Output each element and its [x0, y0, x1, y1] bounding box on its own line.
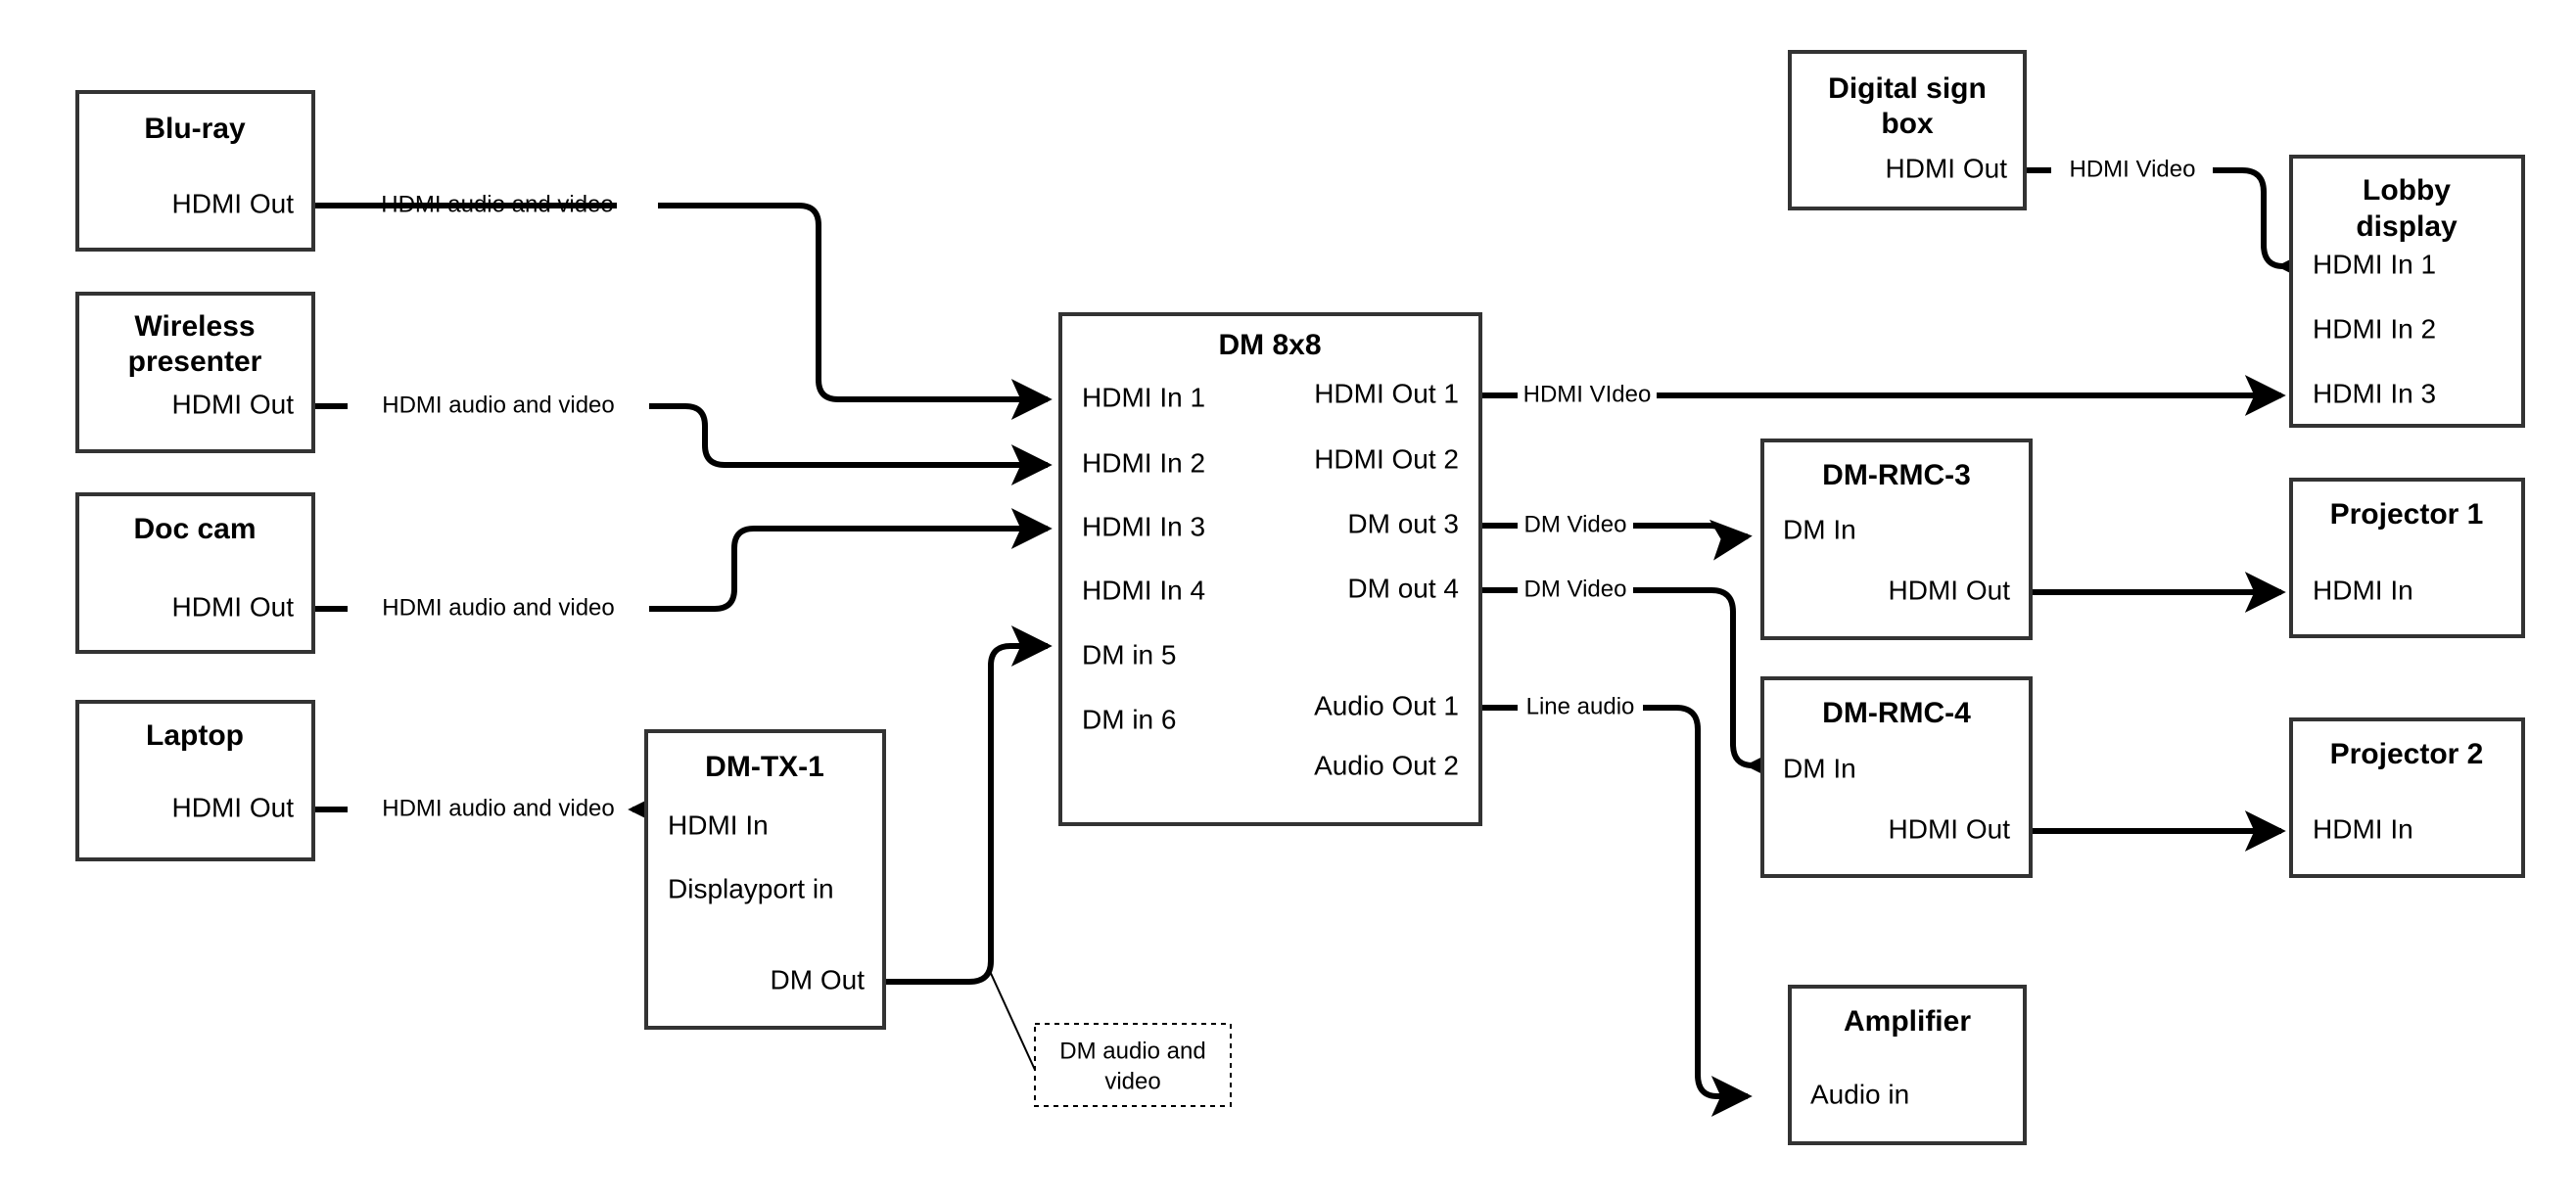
node-wireless-presenter-port-hdmi-out: HDMI Out: [172, 389, 295, 419]
node-projector-2-port-hdmi-in: HDMI In: [2313, 813, 2413, 844]
node-lobby-display-title-line2: display: [2356, 210, 2458, 243]
node-digital-sign-box-title-line1: Digital sign: [1828, 72, 1987, 105]
node-dm-8x8-port-dm-out-3: DM out 3: [1347, 508, 1459, 538]
node-projector-1-box[interactable]: [2289, 478, 2525, 638]
node-dm-8x8-port-dm-in-5: DM in 5: [1082, 639, 1176, 670]
node-dm-8x8-port-hdmi-out-1: HDMI Out 1: [1314, 378, 1459, 408]
node-dm-8x8-port-hdmi-in-1: HDMI In 1: [1082, 382, 1205, 412]
node-dm-8x8-port-hdmi-in-3: HDMI In 3: [1082, 511, 1205, 541]
edge-doccam-to-dm8x8-hdmi-in-3: HDMI audio and video: [313, 529, 1048, 621]
node-dm-rmc-4[interactable]: DM-RMC-4 DM In HDMI Out: [1760, 676, 2033, 878]
node-digital-sign-box-title-line2: box: [1881, 108, 1934, 140]
node-projector-2-title: Projector 2: [2330, 738, 2484, 770]
node-dm-tx-1-title: DM-TX-1: [705, 751, 824, 783]
node-bluray-port-hdmi-out: HDMI Out: [172, 188, 295, 218]
node-dm-8x8-port-hdmi-in-2: HDMI In 2: [1082, 447, 1205, 478]
node-lobby-display-box[interactable]: [2289, 155, 2525, 428]
node-dm-rmc-4-box[interactable]: [1760, 676, 2033, 878]
node-lobby-display-title-line1: Lobby: [2363, 174, 2451, 207]
node-digital-sign-box-box[interactable]: [1788, 50, 2027, 210]
node-amplifier-box[interactable]: [1788, 985, 2027, 1145]
edge-digitalsign-to-lobby-hdmi-in-1: HDMI Video: [2025, 156, 2283, 266]
node-laptop-port-hdmi-out: HDMI Out: [172, 792, 295, 822]
node-lobby-display-port-hdmi-in-1: HDMI In 1: [2313, 249, 2436, 279]
edge-label-dm-video-rmc4: DM Video: [1524, 576, 1627, 602]
node-dm-tx-1-port-hdmi-in: HDMI In: [668, 809, 769, 840]
edge-dmtx1-to-dm8x8-dm-in-5: [884, 625, 1053, 985]
edge-dm8x8-audioout1-to-amplifier: Line audio: [1480, 693, 1748, 1096]
node-dm-8x8-box[interactable]: [1058, 312, 1482, 826]
note-dm-audio-and-video-line2: video: [1104, 1068, 1160, 1094]
node-projector-2[interactable]: Projector 2 HDMI In: [2289, 717, 2525, 878]
edge-label-bluray: HDMI audio and video: [381, 191, 613, 217]
edge-bluray-to-dm8x8-hdmi-in-1: HDMI audio and video: [313, 191, 1048, 399]
node-dm-8x8-port-dm-out-4: DM out 4: [1347, 573, 1459, 603]
node-dm-8x8-port-hdmi-out-2: HDMI Out 2: [1314, 443, 1459, 474]
node-lobby-display[interactable]: Lobby display HDMI In 1 HDMI In 2 HDMI I…: [2289, 155, 2525, 428]
note-dm-audio-and-video-box: [1034, 1023, 1232, 1107]
edge-wireless-to-dm8x8-hdmi-in-2: HDMI audio and video: [313, 392, 1048, 465]
node-dm-rmc-3-port-dm-in: DM In: [1783, 514, 1856, 544]
node-wireless-presenter-title-line2: presenter: [128, 346, 262, 378]
node-laptop-title: Laptop: [146, 719, 244, 752]
edge-dm8x8-dmout4-to-dmrmc4: DM Video: [1480, 576, 1753, 765]
node-wireless-presenter-title-line1: Wireless: [134, 310, 255, 343]
node-wireless-presenter-box[interactable]: [75, 292, 315, 453]
edge-laptop-to-dmtx1-hdmi-in: HDMI audio and video: [313, 795, 649, 821]
node-dm-rmc-3-box[interactable]: [1760, 439, 2033, 640]
node-dm-tx-1-port-dm-out: DM Out: [771, 964, 866, 994]
node-amplifier-port-audio-in: Audio in: [1810, 1079, 1909, 1109]
node-digital-sign-box[interactable]: Digital sign box HDMI Out: [1788, 50, 2027, 210]
node-lobby-display-port-hdmi-in-2: HDMI In 2: [2313, 313, 2436, 344]
node-bluray-box[interactable]: [75, 90, 315, 252]
node-dm-rmc-3[interactable]: DM-RMC-3 DM In HDMI Out: [1760, 439, 2033, 640]
node-doc-cam-title: Doc cam: [133, 513, 256, 545]
node-dm-rmc-4-port-dm-in: DM In: [1783, 753, 1856, 783]
node-dm-8x8-port-audio-out-2: Audio Out 2: [1314, 750, 1459, 780]
edge-label-line-audio: Line audio: [1526, 693, 1635, 719]
node-digital-sign-box-port-hdmi-out: HDMI Out: [1886, 153, 2008, 183]
node-dm-8x8[interactable]: DM 8x8 HDMI In 1 HDMI In 2 HDMI In 3 HDM…: [1058, 312, 1482, 826]
node-dm-8x8-port-audio-out-1: Audio Out 1: [1314, 690, 1459, 720]
node-doc-cam[interactable]: Doc cam HDMI Out: [75, 492, 315, 654]
node-wireless-presenter[interactable]: Wireless presenter HDMI Out: [75, 292, 315, 453]
edge-label-wireless: HDMI audio and video: [382, 392, 614, 418]
node-projector-2-box[interactable]: [2289, 717, 2525, 878]
node-dm-rmc-4-title: DM-RMC-4: [1822, 697, 1971, 729]
edge-dm8x8-hdmiout1-to-lobby-hdmi-in-3: HDMI VIdeo: [1480, 381, 2281, 407]
node-amplifier-title: Amplifier: [1844, 1005, 1971, 1038]
node-lobby-display-port-hdmi-in-3: HDMI In 3: [2313, 378, 2436, 408]
node-amplifier[interactable]: Amplifier Audio in: [1788, 985, 2027, 1145]
node-dm-rmc-3-title: DM-RMC-3: [1822, 459, 1971, 491]
edge-label-dm-video-rmc3: DM Video: [1524, 511, 1627, 537]
node-dm-rmc-4-port-hdmi-out: HDMI Out: [1889, 813, 2011, 844]
node-bluray-title: Blu-ray: [144, 113, 246, 145]
node-dm-8x8-port-dm-in-6: DM in 6: [1082, 704, 1176, 734]
edge-label-digitalsign: HDMI Video: [2070, 156, 2196, 182]
edge-label-laptop: HDMI audio and video: [382, 795, 614, 821]
edge-label-hdmi-video-lobby: HDMI VIdeo: [1523, 381, 1652, 407]
node-projector-1[interactable]: Projector 1 HDMI In: [2289, 478, 2525, 638]
node-dm-tx-1-box[interactable]: [644, 729, 886, 1030]
edge-dm8x8-dmout3-to-dmrmc3: DM Video: [1480, 511, 1748, 538]
leader-dm-audio-video-note: [988, 968, 1036, 1071]
node-projector-1-title: Projector 1: [2330, 498, 2484, 531]
node-bluray[interactable]: Blu-ray HDMI Out: [75, 90, 315, 252]
node-projector-1-port-hdmi-in: HDMI In: [2313, 575, 2413, 605]
note-dm-audio-and-video-line1: DM audio and: [1059, 1038, 1205, 1064]
node-dm-tx-1-port-displayport-in: Displayport in: [668, 873, 834, 903]
node-doc-cam-port-hdmi-out: HDMI Out: [172, 591, 295, 622]
note-dm-audio-and-video: DM audio and video: [1034, 1023, 1232, 1107]
node-dm-8x8-port-hdmi-in-4: HDMI In 4: [1082, 575, 1205, 605]
node-laptop[interactable]: Laptop HDMI Out: [75, 700, 315, 861]
node-doc-cam-box[interactable]: [75, 492, 315, 654]
node-dm-tx-1[interactable]: DM-TX-1 HDMI In Displayport in DM Out: [644, 729, 886, 1030]
node-dm-rmc-3-port-hdmi-out: HDMI Out: [1889, 575, 2011, 605]
node-laptop-box[interactable]: [75, 700, 315, 861]
node-dm-8x8-title: DM 8x8: [1218, 329, 1321, 361]
edge-label-doccam: HDMI audio and video: [382, 594, 614, 621]
